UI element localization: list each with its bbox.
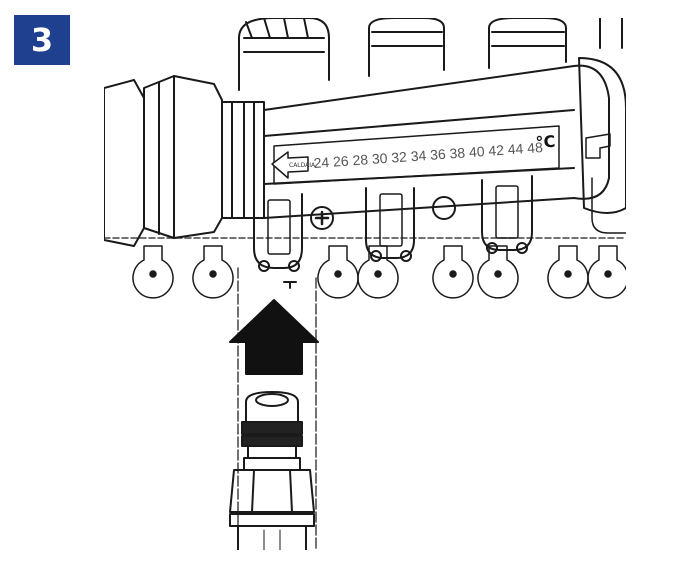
step-number: 3 [30,21,54,59]
temperature-unit: °C [535,132,556,152]
step-number-badge: 3 [14,15,70,65]
flow-direction-arrow-icon: CALDAIA [271,151,316,179]
manifold-body [263,64,610,219]
left-end-nut [104,75,265,247]
wall-panel [104,237,626,550]
pipe-fitting [229,391,315,550]
top-outlets [238,18,623,91]
manifold-installation-illustration: CALDAIA 24 26 28 30 32 34 36 38 40 42 44… [104,18,626,550]
mounting-tabs [132,245,626,299]
right-end-cap [578,57,626,214]
port-symbol [283,281,297,289]
bottom-ports [253,175,626,272]
flow-arrow-label: CALDAIA [289,162,316,169]
temperature-scale: 24 26 28 30 32 34 36 38 40 42 44 48 [313,139,543,171]
push-up-arrow-icon [229,299,319,375]
mounting-screws [310,196,456,230]
